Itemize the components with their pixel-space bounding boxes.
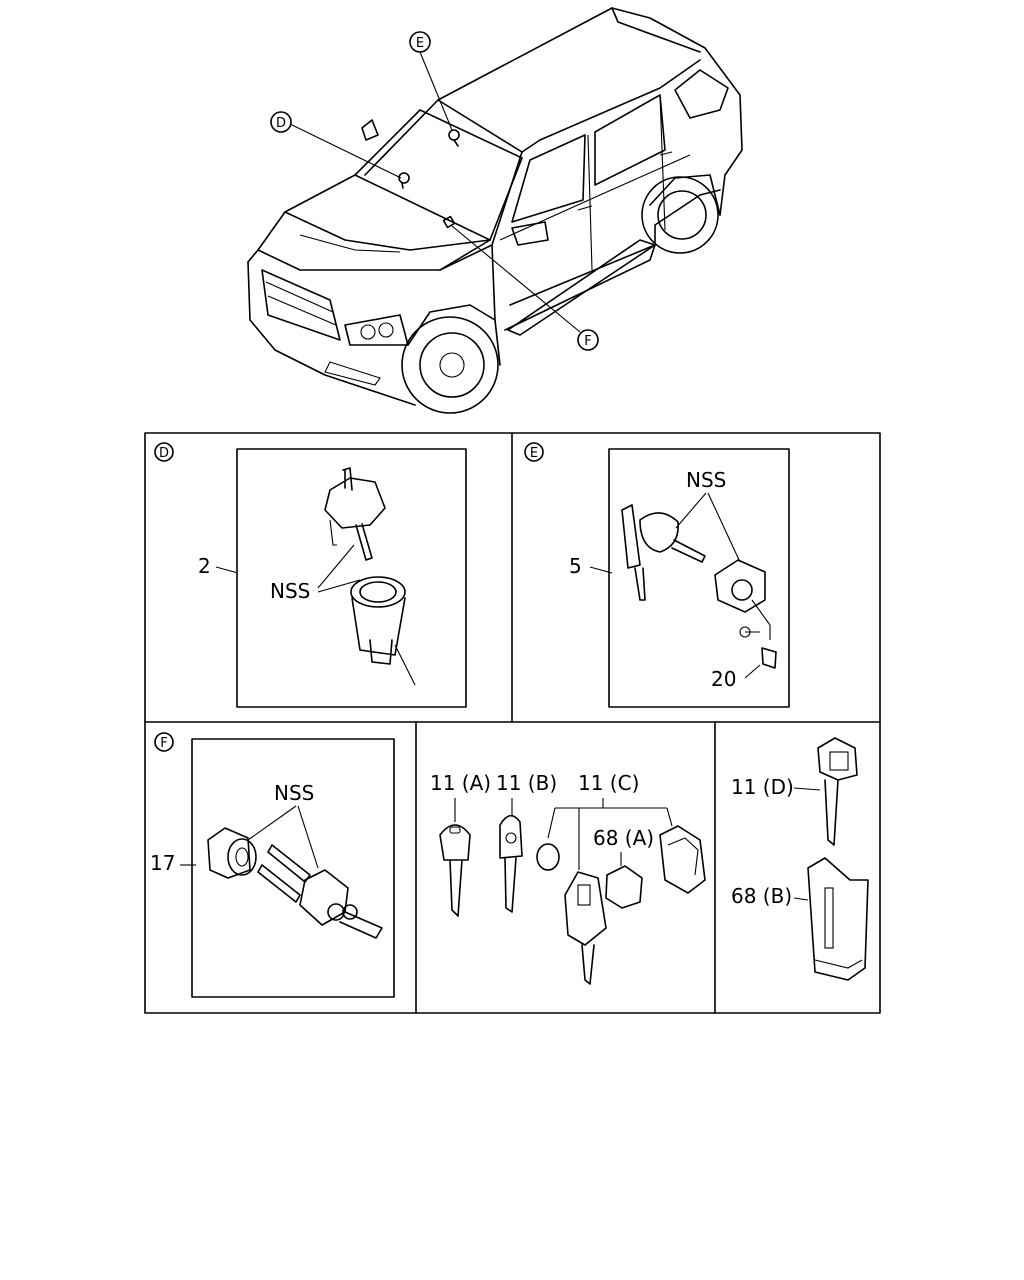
panel-f-letter: F <box>160 736 167 751</box>
remote-key-11c-drawing <box>564 871 607 985</box>
remote-shell-11c-drawing <box>659 825 706 894</box>
callout-e: E <box>409 31 431 53</box>
svg-text:F: F <box>584 334 591 349</box>
part-68a: 68 (A) <box>593 826 654 850</box>
callout-d: D <box>270 111 292 133</box>
part-number-17: 17 <box>150 851 175 875</box>
door-key-drawing <box>621 504 706 601</box>
svg-text:D: D <box>276 116 286 131</box>
part-11c: 11 (C) <box>578 771 639 795</box>
panel-d: D 2 NSS <box>154 442 467 708</box>
smart-key-cover-68b-drawing <box>807 857 869 981</box>
part-number-5: 5 <box>569 554 582 578</box>
panel-e: E 5 NSS 20 <box>524 442 790 708</box>
smart-key-11d-drawing <box>817 737 858 846</box>
part-11a: 11 (A) <box>430 771 491 795</box>
panel-e-letter: E <box>530 446 538 461</box>
key-11b-drawing <box>499 814 523 913</box>
panel-d-letter: D <box>159 446 169 461</box>
glovebox-key-drawing <box>257 844 383 939</box>
part-number-20: 20 <box>711 667 736 691</box>
callout-f: F <box>577 329 599 351</box>
vehicle-drawing <box>247 7 743 414</box>
ignition-cylinder-drawing <box>350 576 416 686</box>
cover-68a-drawing <box>605 865 643 909</box>
ignition-key-drawing <box>324 467 386 561</box>
panel-smart-key: 11 (D) 68 (B) <box>731 737 869 981</box>
svg-text:E: E <box>416 36 424 51</box>
part-11b: 11 (B) <box>496 771 557 795</box>
part-68b: 68 (B) <box>731 884 792 908</box>
panel-grid <box>144 432 881 1014</box>
panel-f: F 17 NSS <box>150 732 395 998</box>
part-number-2: 2 <box>198 554 211 578</box>
battery-11c-drawing <box>536 843 560 871</box>
panel-keys: 11 (A) 11 (B) 11 (C) 68 (A) <box>430 771 706 985</box>
door-lock-drawing <box>714 559 777 669</box>
nss-label-d: NSS <box>270 579 310 603</box>
nss-label-e: NSS <box>686 468 726 492</box>
glovebox-lock-drawing <box>207 827 257 879</box>
part-11d: 11 (D) <box>731 775 794 799</box>
key-11a-drawing <box>439 824 471 917</box>
nss-label-f: NSS <box>274 781 314 805</box>
